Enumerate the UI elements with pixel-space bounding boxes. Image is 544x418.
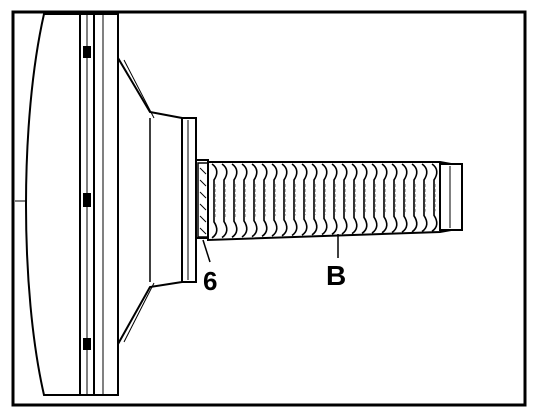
bellows-rib <box>271 163 278 237</box>
drum-face <box>25 13 81 396</box>
bellows-rib <box>241 163 248 238</box>
part-6-clip <box>197 162 209 238</box>
part-b-bellows-ribs <box>211 163 438 239</box>
bellows-rib <box>391 163 398 234</box>
bellows-rib <box>401 163 408 233</box>
bellows-rib <box>261 163 268 238</box>
callout-6: 6 <box>203 266 217 296</box>
bellows-rib <box>361 163 368 235</box>
bellows-rib <box>311 163 318 236</box>
bellows-rib <box>371 163 378 234</box>
bellows-rib <box>221 163 228 239</box>
bellows-rib <box>291 163 298 237</box>
bellows-rib <box>351 163 358 235</box>
bellows-rib <box>381 163 388 234</box>
leader-line-6 <box>202 239 211 263</box>
bellows-rib <box>421 163 428 233</box>
bellows-rib <box>231 163 238 238</box>
bellows-rib <box>331 163 338 235</box>
bellows-rib <box>251 163 258 238</box>
drum-bolt-top <box>83 46 91 58</box>
bellows-rib <box>301 163 308 236</box>
hub-cone-inner-bottom <box>123 282 155 343</box>
bellows-rib <box>211 163 218 239</box>
bellows-rib <box>431 163 438 232</box>
drum-bolt-middle <box>83 193 91 207</box>
drum-plate <box>93 13 119 396</box>
hub-cone-inner-top <box>123 59 155 119</box>
drum-bolt-bottom <box>83 338 91 350</box>
bellows-rib <box>411 163 418 233</box>
hub-collar <box>181 117 197 283</box>
bellows-rib <box>341 163 348 235</box>
part-b-end-cuff <box>439 163 463 231</box>
bellows-rib <box>321 163 328 236</box>
callout-b: B <box>326 260 346 291</box>
bellows-rib <box>281 163 288 237</box>
